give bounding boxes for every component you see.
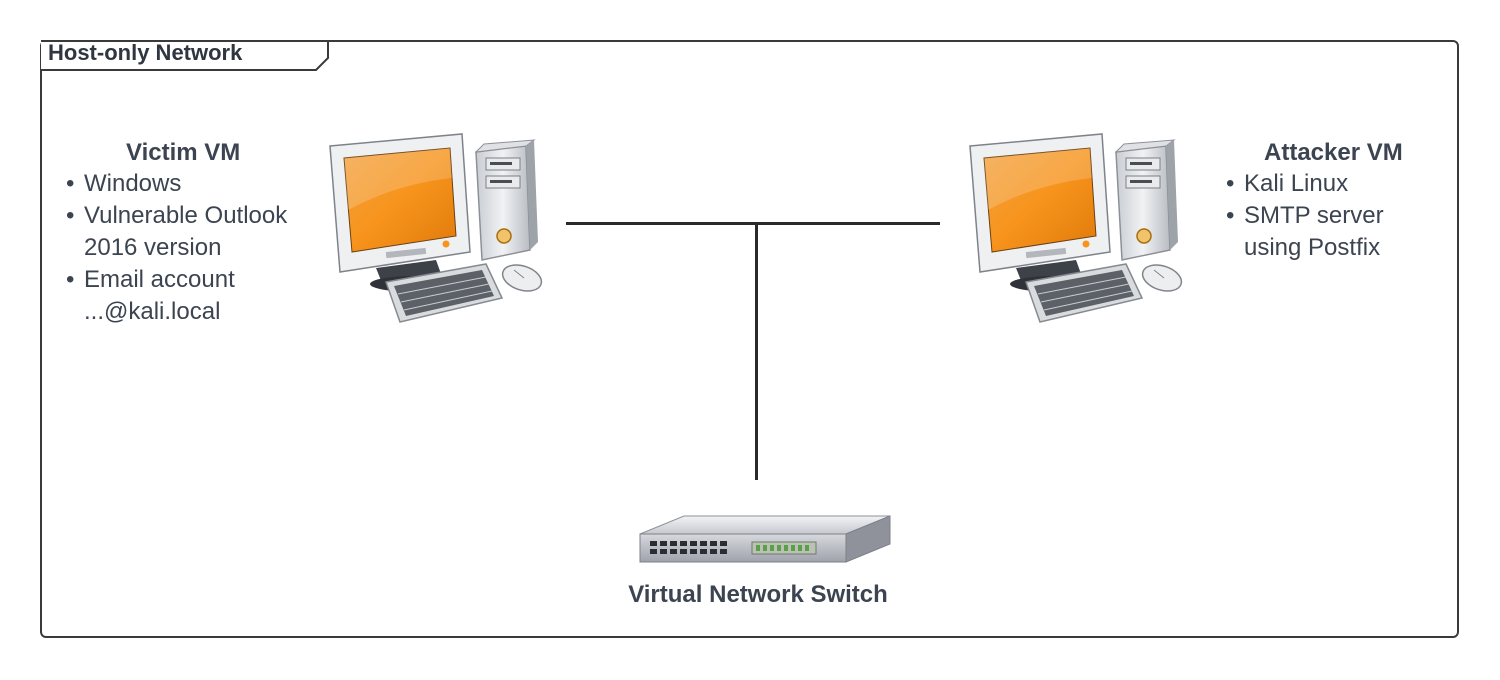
attacker-os: Kali Linux (1226, 168, 1426, 200)
link-victim-to-junction (566, 222, 756, 225)
victim-outlook: Vulnerable Outlook 2016 version (66, 200, 316, 264)
victim-vm-title: Victim VM (126, 139, 241, 166)
attacker-vm-title: Attacker VM (1264, 139, 1403, 166)
victim-os: Windows (66, 168, 316, 200)
victim-email: Email account ...@kali.local (66, 264, 316, 328)
victim-computer-icon (329, 133, 543, 323)
victim-vm-details: Windows Vulnerable Outlook 2016 version … (66, 168, 316, 328)
attacker-smtp: SMTP server using Postfix (1226, 200, 1426, 264)
host-only-network-group (40, 40, 1459, 638)
link-junction-to-attacker (756, 222, 940, 225)
group-label: Host-only Network (48, 40, 243, 65)
group-label-tab (41, 40, 329, 71)
switch-label: Virtual Network Switch (628, 581, 888, 608)
link-junction-to-switch (755, 222, 758, 480)
network-switch-icon (639, 515, 891, 563)
attacker-vm-details: Kali Linux SMTP server using Postfix (1226, 168, 1426, 264)
attacker-computer-icon (969, 133, 1183, 323)
